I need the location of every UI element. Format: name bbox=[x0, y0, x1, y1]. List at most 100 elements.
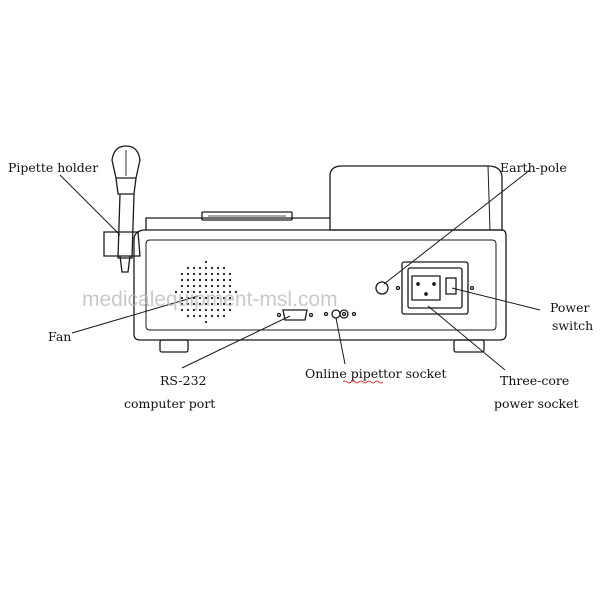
fan-hole bbox=[198, 302, 202, 306]
fan-hole bbox=[198, 290, 202, 294]
fan-hole bbox=[228, 308, 232, 312]
leader-earth-pole bbox=[383, 169, 531, 285]
fan-hole bbox=[192, 314, 196, 318]
fan-hole bbox=[228, 278, 232, 282]
fan-hole bbox=[228, 272, 232, 276]
fan-hole bbox=[186, 290, 190, 294]
label-power-switch-line2: switch bbox=[552, 318, 593, 333]
power-module bbox=[395, 261, 475, 315]
device-drawing bbox=[103, 145, 507, 353]
fan-hole bbox=[216, 296, 220, 300]
fan-hole bbox=[192, 284, 196, 288]
fan-hole bbox=[198, 284, 202, 288]
label-rs232-line2: computer port bbox=[124, 396, 215, 411]
leader-pipette-holder bbox=[59, 174, 121, 236]
fan-hole bbox=[180, 290, 184, 294]
fan-hole bbox=[210, 308, 214, 312]
fan-hole bbox=[186, 302, 190, 306]
leader-online-socket bbox=[335, 317, 346, 365]
fan-hole bbox=[186, 308, 190, 312]
fan-hole bbox=[180, 278, 184, 282]
fan-hole bbox=[216, 284, 220, 288]
leader-three-core bbox=[427, 305, 506, 371]
fan-hole bbox=[216, 302, 220, 306]
label-online-socket: Online pipettor socket bbox=[305, 366, 447, 381]
fan-hole bbox=[204, 302, 208, 306]
fan-hole bbox=[228, 302, 232, 306]
fan-hole bbox=[234, 290, 238, 294]
leader-lines bbox=[59, 169, 541, 371]
leader-power-switch bbox=[451, 287, 541, 311]
earth-pole bbox=[375, 281, 389, 295]
label-fan: Fan bbox=[48, 329, 71, 344]
body-inner-outline bbox=[145, 239, 497, 331]
fan-hole bbox=[192, 266, 196, 270]
fan-hole bbox=[216, 272, 220, 276]
spellcheck-underline bbox=[342, 380, 384, 384]
fan-hole bbox=[186, 272, 190, 276]
fan-hole bbox=[216, 314, 220, 318]
fan-hole bbox=[192, 308, 196, 312]
fan-hole bbox=[198, 266, 202, 270]
fan-hole bbox=[174, 290, 178, 294]
fan-hole bbox=[210, 302, 214, 306]
fan-hole bbox=[204, 308, 208, 312]
fan-hole bbox=[192, 278, 196, 282]
fan-hole bbox=[222, 314, 226, 318]
fan-hole bbox=[222, 266, 226, 270]
top-shelf bbox=[145, 217, 330, 230]
fan-hole bbox=[222, 302, 226, 306]
leader-rs232 bbox=[181, 315, 291, 369]
fan-hole bbox=[204, 278, 208, 282]
fan-hole bbox=[186, 278, 190, 282]
fan-hole bbox=[228, 296, 232, 300]
rs232-port bbox=[276, 309, 314, 321]
fan-hole bbox=[204, 260, 208, 264]
fan-hole bbox=[210, 272, 214, 276]
online-pipettor-socket bbox=[323, 309, 357, 319]
fan-hole bbox=[222, 290, 226, 294]
top-cover bbox=[329, 165, 503, 231]
fan-hole bbox=[198, 296, 202, 300]
fan-hole bbox=[204, 272, 208, 276]
fan-hole bbox=[192, 272, 196, 276]
pipette-holder bbox=[103, 145, 141, 273]
fan-hole bbox=[216, 308, 220, 312]
fan-hole bbox=[210, 314, 214, 318]
fan-hole bbox=[204, 296, 208, 300]
fan-hole bbox=[186, 284, 190, 288]
fan-hole bbox=[210, 284, 214, 288]
fan-hole bbox=[198, 278, 202, 282]
label-rs232-line1: RS-232 bbox=[160, 373, 207, 388]
fan-hole bbox=[228, 290, 232, 294]
left-foot bbox=[159, 339, 189, 353]
fan-hole bbox=[216, 290, 220, 294]
fan-grille bbox=[174, 260, 238, 324]
fan-hole bbox=[228, 284, 232, 288]
label-earth-pole: Earth-pole bbox=[500, 160, 567, 175]
fan-hole bbox=[222, 278, 226, 282]
fan-hole bbox=[192, 290, 196, 294]
label-power-switch-line1: Power bbox=[550, 300, 590, 315]
fan-hole bbox=[222, 284, 226, 288]
fan-hole bbox=[204, 290, 208, 294]
fan-hole bbox=[198, 314, 202, 318]
fan-hole bbox=[204, 320, 208, 324]
fan-hole bbox=[198, 308, 202, 312]
fan-hole bbox=[192, 302, 196, 306]
fan-hole bbox=[204, 314, 208, 318]
fan-hole bbox=[198, 272, 202, 276]
fan-hole bbox=[216, 266, 220, 270]
fan-hole bbox=[186, 314, 190, 318]
fan-hole bbox=[222, 272, 226, 276]
fan-hole bbox=[210, 266, 214, 270]
right-foot bbox=[453, 339, 485, 353]
fan-hole bbox=[204, 266, 208, 270]
fan-hole bbox=[180, 308, 184, 312]
fan-hole bbox=[210, 296, 214, 300]
fan-hole bbox=[216, 278, 220, 282]
fan-hole bbox=[180, 284, 184, 288]
fan-hole bbox=[210, 278, 214, 282]
watermark: medicalequipment-msl.com bbox=[82, 288, 338, 311]
